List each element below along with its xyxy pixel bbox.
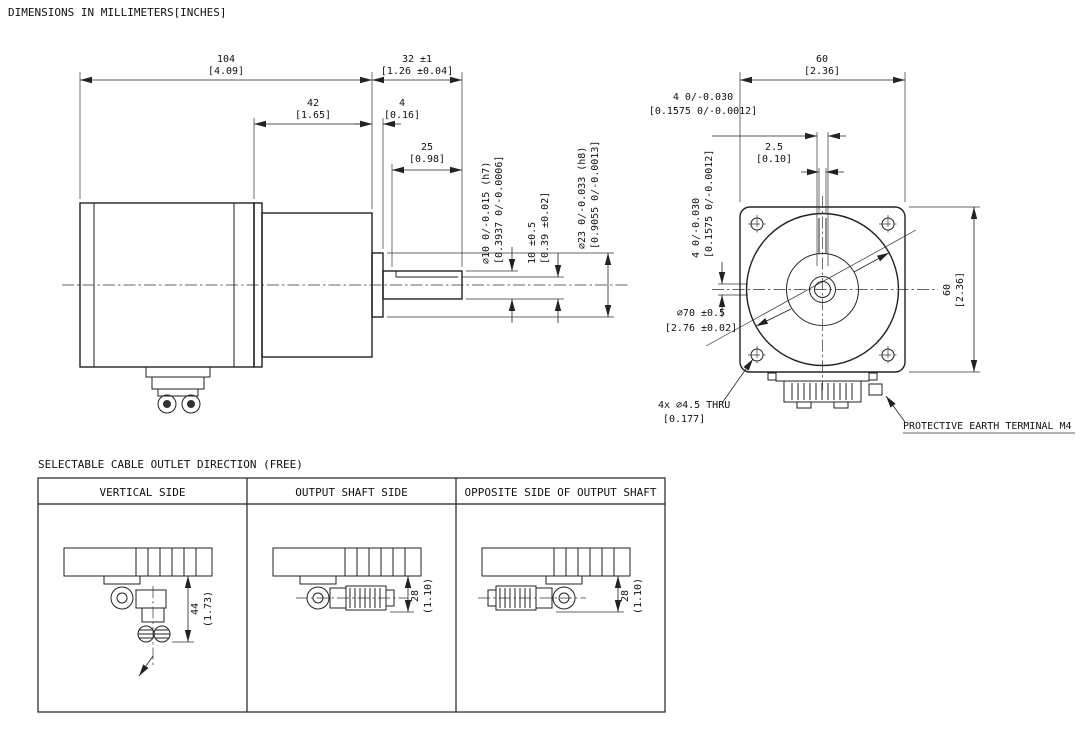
dim-pilot70-mm: ⌀70 ±0.5 — [677, 308, 725, 319]
outlet-cell-shaft-side: 28 (1.10) — [272, 547, 434, 614]
dim-slot-width-mm: 2.5 — [765, 142, 783, 153]
dim-pilot-length-mm: 4 — [399, 98, 405, 109]
units-note: DIMENSIONS IN MILLIMETERS[INCHES] — [8, 6, 227, 19]
dim-shaft-length-in: [0.98] — [409, 154, 445, 165]
dim-flat-length-in: [0.39 ±0.02] — [540, 192, 551, 264]
dim-shaft-diameter-mm: ⌀10 0/-0.015 (h7) — [481, 162, 492, 264]
dim-frame-width-mm: 60 — [816, 54, 828, 65]
dim-pilot70-in: [2.76 ±0.02] — [665, 323, 737, 334]
dim-key-width-top-mm: 4 0/-0.030 — [673, 92, 733, 103]
dim-mounting-holes-in: [0.177] — [663, 414, 705, 425]
outlet-header-opposite: OPPOSITE SIDE OF OUTPUT SHAFT — [464, 486, 656, 499]
dim-overall-length-in: [4.09] — [208, 66, 244, 77]
outlet-cell-opposite: 28 (1.10) — [478, 547, 644, 614]
dim-pilot-diameter-in: [0.9055 0/-0.0013] — [590, 141, 601, 249]
outlet-table-title: SELECTABLE CABLE OUTLET DIRECTION (FREE) — [38, 458, 303, 471]
dim-key-width-side-mm: 4 0/-0.030 — [691, 198, 702, 258]
side-view: 104 [4.09] 32 ±1 [1.26 ±0.04] 42 [1.65] … — [62, 54, 630, 414]
dim-frame-height-mm: 60 — [942, 284, 953, 296]
side-view-dimension-lines — [79, 72, 614, 323]
dim-pilot-diameter-mm: ⌀23 0/-0.033 (h8) — [577, 147, 588, 249]
cable-outlet-table: SELECTABLE CABLE OUTLET DIRECTION (FREE)… — [37, 458, 666, 713]
dim-shaft-diameter-in: [0.3937 0/-0.0006] — [494, 156, 505, 264]
outlet-cell-vertical: 44 (1.73) — [63, 547, 214, 677]
outlet-dim-vertical-mm: 44 — [190, 603, 201, 615]
dim-frame-width-in: [2.36] — [804, 66, 840, 77]
front-view-dimension-lines — [705, 72, 1075, 434]
dim-shaft-extension-in: [1.26 ±0.04] — [381, 66, 453, 77]
earth-terminal — [868, 383, 883, 396]
outlet-dim-shaft-side-in: (1.10) — [423, 578, 434, 614]
front-view: 60 [2.36] 60 [2.36] 4 0/-0.030 [0.1575 0… — [649, 54, 1075, 434]
outlet-table-grid — [37, 477, 666, 713]
dim-pilot-length-in: [0.16] — [384, 110, 420, 121]
outlet-dim-opposite-mm: 28 — [620, 590, 631, 602]
mounting-holes — [748, 215, 897, 364]
dim-gearhead-length-in: [1.65] — [295, 110, 331, 121]
earth-terminal-label: PROTECTIVE EARTH TERMINAL M4 — [903, 421, 1072, 432]
outlet-dim-shaft-side-mm: 28 — [410, 590, 421, 602]
dim-key-width-side-in: [0.1575 0/-0.0012] — [704, 150, 715, 258]
outlet-dim-vertical-in: (1.73) — [203, 591, 214, 627]
dim-key-width-top-in: [0.1575 0/-0.0012] — [649, 106, 757, 117]
front-face-outline — [712, 196, 938, 390]
dim-slot-width-in: [0.10] — [756, 154, 792, 165]
dim-shaft-extension-mm: 32 ±1 — [402, 54, 432, 65]
dim-flat-length-mm: 10 ±0.5 — [527, 222, 538, 264]
dim-overall-length-mm: 104 — [217, 54, 235, 65]
dim-mounting-holes-mm: 4x ⌀4.5 THRU — [658, 400, 730, 411]
front-cable-connector — [767, 371, 883, 409]
side-cable-connector — [145, 366, 211, 414]
outlet-header-shaft-side: OUTPUT SHAFT SIDE — [295, 486, 408, 499]
outlet-header-vertical: VERTICAL SIDE — [99, 486, 185, 499]
dim-frame-height-in: [2.36] — [955, 272, 966, 308]
dim-gearhead-length-mm: 42 — [307, 98, 319, 109]
dim-shaft-length-mm: 25 — [421, 142, 433, 153]
outlet-dim-opposite-in: (1.10) — [633, 578, 644, 614]
